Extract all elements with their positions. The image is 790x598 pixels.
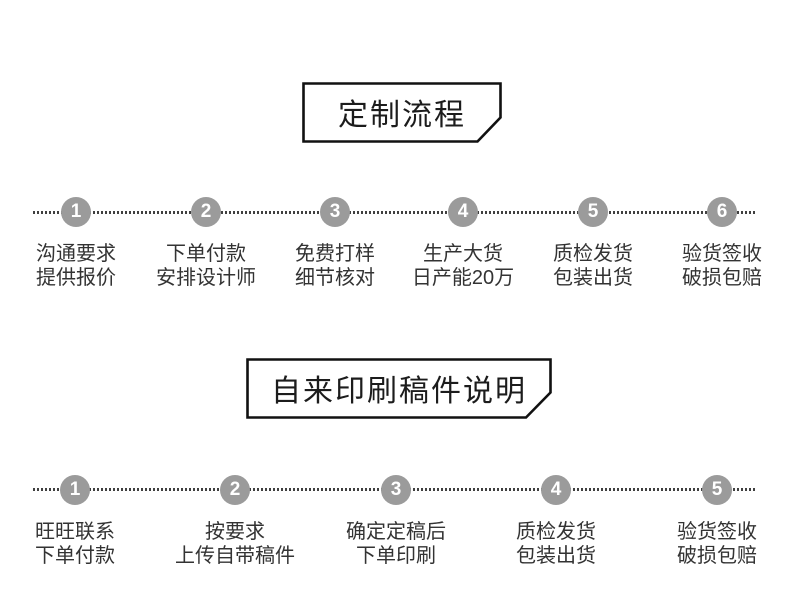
step-label-line2: 日产能20万 — [411, 267, 515, 289]
step-number: 3 — [390, 479, 402, 500]
step: 5 验货签收 破损包赔 — [632, 475, 790, 568]
step-label-line2: 上传自带稿件 — [175, 545, 295, 567]
step-number: 5 — [587, 201, 599, 222]
step-label-line2: 破损包赔 — [677, 545, 757, 567]
step-circle: 4 — [448, 197, 478, 227]
step-label: 免费打样 细节核对 — [295, 242, 375, 290]
step-label-line2: 包装出货 — [553, 267, 633, 289]
step-circle: 5 — [578, 197, 608, 227]
step-label: 旺旺联系 下单付款 — [35, 520, 115, 568]
step-number: 6 — [716, 201, 728, 222]
step-label: 质检发货 包装出货 — [516, 520, 596, 568]
step: 4 质检发货 包装出货 — [471, 475, 641, 568]
step: 2 下单付款 安排设计师 — [121, 197, 291, 290]
step-label: 验货签收 破损包赔 — [677, 520, 757, 568]
step-circle: 6 — [707, 197, 737, 227]
step-circle: 1 — [61, 197, 91, 227]
step-number: 1 — [70, 201, 82, 222]
step: 6 验货签收 破损包赔 — [637, 197, 790, 290]
step-number: 4 — [550, 479, 562, 500]
step-label-line2: 细节核对 — [295, 267, 375, 289]
section1-title: 定制流程 — [338, 98, 466, 132]
step-circle: 4 — [541, 475, 571, 505]
step: 2 按要求 上传自带稿件 — [150, 475, 320, 568]
step-label-line2: 提供报价 — [36, 267, 116, 289]
step-label-line1: 质检发货 — [553, 243, 633, 265]
step: 5 质检发货 包装出货 — [508, 197, 678, 290]
step-label-line1: 确定定稿后 — [346, 521, 446, 543]
step-label-line1: 沟通要求 — [36, 243, 116, 265]
step-label: 下单付款 安排设计师 — [156, 242, 256, 290]
step-number: 5 — [711, 479, 723, 500]
step-label-line1: 质检发货 — [516, 521, 596, 543]
step-label-line1: 旺旺联系 — [35, 521, 115, 543]
step-circle: 5 — [702, 475, 732, 505]
step-circle: 3 — [320, 197, 350, 227]
step-label: 质检发货 包装出货 — [553, 242, 633, 290]
step-label-line1: 验货签收 — [682, 243, 762, 265]
step-number: 4 — [457, 201, 469, 222]
step-label: 确定定稿后 下单印刷 — [346, 520, 446, 568]
notched-box-shape — [246, 358, 552, 419]
step-circle: 2 — [191, 197, 221, 227]
step-label: 沟通要求 提供报价 — [36, 242, 116, 290]
step-label-line2: 下单印刷 — [356, 545, 436, 567]
step-number: 2 — [229, 479, 241, 500]
step-label-line1: 下单付款 — [166, 243, 246, 265]
step-label: 生产大货 日产能20万 — [412, 242, 514, 290]
notched-box-shape — [302, 82, 502, 143]
section1-title-box: 定制流程 — [302, 82, 502, 143]
step: 3 确定定稿后 下单印刷 — [311, 475, 481, 568]
step-circle: 3 — [381, 475, 411, 505]
section2-title: 自来印刷稿件说明 — [271, 374, 527, 408]
step-label-line1: 生产大货 — [423, 243, 503, 265]
step-number: 3 — [329, 201, 341, 222]
step-number: 1 — [69, 479, 81, 500]
step-label-line1: 按要求 — [205, 521, 265, 543]
step-circle: 1 — [60, 475, 90, 505]
step: 3 免费打样 细节核对 — [250, 197, 420, 290]
step-label-line2: 下单付款 — [35, 545, 115, 567]
step-label-line2: 安排设计师 — [156, 267, 256, 289]
step: 1 旺旺联系 下单付款 — [0, 475, 160, 568]
step: 4 生产大货 日产能20万 — [378, 197, 548, 290]
step-label-line2: 破损包赔 — [682, 267, 762, 289]
step: 1 沟通要求 提供报价 — [0, 197, 161, 290]
section1-flow-line — [33, 211, 755, 214]
step-label-line1: 验货签收 — [677, 521, 757, 543]
step-label-line2: 包装出货 — [516, 545, 596, 567]
step-circle: 2 — [220, 475, 250, 505]
section2-title-box: 自来印刷稿件说明 — [246, 358, 552, 419]
step-label: 验货签收 破损包赔 — [682, 242, 762, 290]
step-label-line1: 免费打样 — [295, 243, 375, 265]
step-label: 按要求 上传自带稿件 — [175, 520, 295, 568]
step-number: 2 — [200, 201, 212, 222]
